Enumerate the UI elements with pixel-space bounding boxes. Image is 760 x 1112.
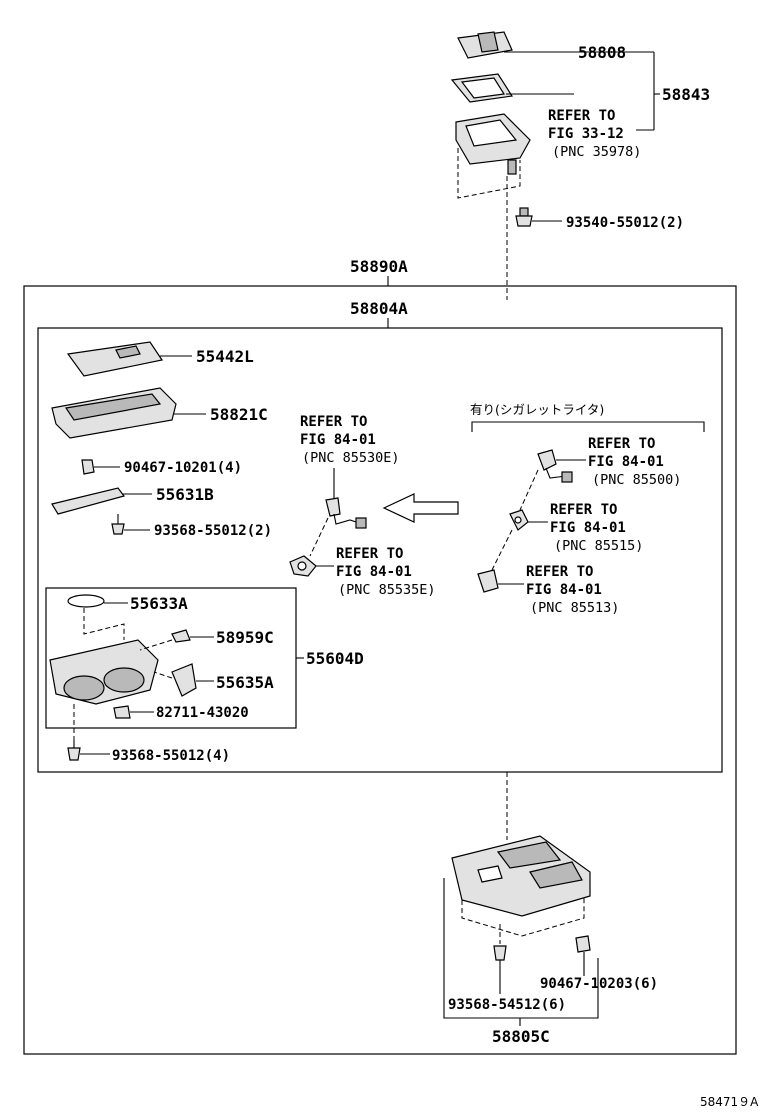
label-58890A: 58890A [350,257,408,276]
clip-90467-b [575,935,591,976]
refer-d-line1: REFER TO [550,502,617,518]
label-93540: 93540-55012(2) [566,215,684,231]
socket-b [289,555,334,577]
refer-b-line2: FIG 84-01 [336,564,412,580]
ring-55633A [67,594,128,608]
label-82711: 82711-43020 [156,705,249,721]
label-55633A: 55633A [130,594,188,613]
label-55604D: 55604D [306,649,364,668]
label-55442L: 55442L [196,347,254,366]
label-58821C: 58821C [210,405,268,424]
inner-assembly-box [37,327,723,773]
label-58805C: 58805C [492,1027,550,1046]
shift-boot-58808 [457,31,574,59]
bracket-58805C [451,835,591,917]
damper-55635A [171,663,214,697]
label-90467-b: 90467-10203(6) [540,976,658,992]
clip-90467-a [81,459,120,475]
refer-e-line1: REFER TO [526,564,593,580]
wire-harness-a [325,497,367,529]
label-58804A: 58804A [350,299,408,318]
screw-93568-b [67,740,110,761]
label-58959C: 58959C [216,628,274,647]
refer-a-line3: (PNC 85530E) [302,450,400,466]
screw-93568-a [111,514,150,535]
label-58843: 58843 [662,85,710,104]
socket-d [509,509,548,531]
refer-b-line1: REFER TO [336,546,403,562]
refer-d-line2: FIG 84-01 [550,520,626,536]
refer-a-line1: REFER TO [300,414,367,430]
outer-assembly-box [23,285,737,1055]
refer-top-line2: FIG 33-12 [548,126,624,142]
bracket-top [455,113,531,175]
refer-e-line3: (PNC 85513) [530,600,619,616]
refer-c-line2: FIG 84-01 [588,454,664,470]
note-cigarette-lighter: 有り(シガレットライタ) [470,402,604,417]
label-90467-a: 90467-10201(4) [124,460,242,476]
label-55631B: 55631B [156,485,214,504]
clip-82711 [113,705,154,719]
direction-arrow [382,493,459,523]
label-58808: 58808 [578,43,626,62]
refer-b-line3: (PNC 85535E) [338,582,436,598]
label-93568-c: 93568-54512(6) [448,997,566,1013]
screw-93540 [515,207,562,227]
plate-58843 [450,73,574,103]
label-93568-a: 93568-55012(2) [154,523,272,539]
screw-93568-c [493,924,507,994]
refer-top-line3: (PNC 35978) [552,144,641,160]
refer-a-line2: FIG 84-01 [300,432,376,448]
refer-d-line3: (PNC 85515) [554,538,643,554]
label-93568-b: 93568-55012(4) [112,748,230,764]
refer-c-line1: REFER TO [588,436,655,452]
illustration-code: 58471９A [700,1095,759,1109]
panel-58821C [51,387,206,439]
cup-holder-body [49,639,159,705]
lid-55442L [66,341,192,377]
refer-top-line1: REFER TO [548,108,615,124]
socket-e [477,569,524,593]
refer-c-line3: (PNC 85500) [592,472,681,488]
pin-58959C [171,629,214,643]
socket-c [537,449,586,483]
label-55635A: 55635A [216,673,274,692]
refer-e-line2: FIG 84-01 [526,582,602,598]
garnish-55631B [51,487,152,515]
